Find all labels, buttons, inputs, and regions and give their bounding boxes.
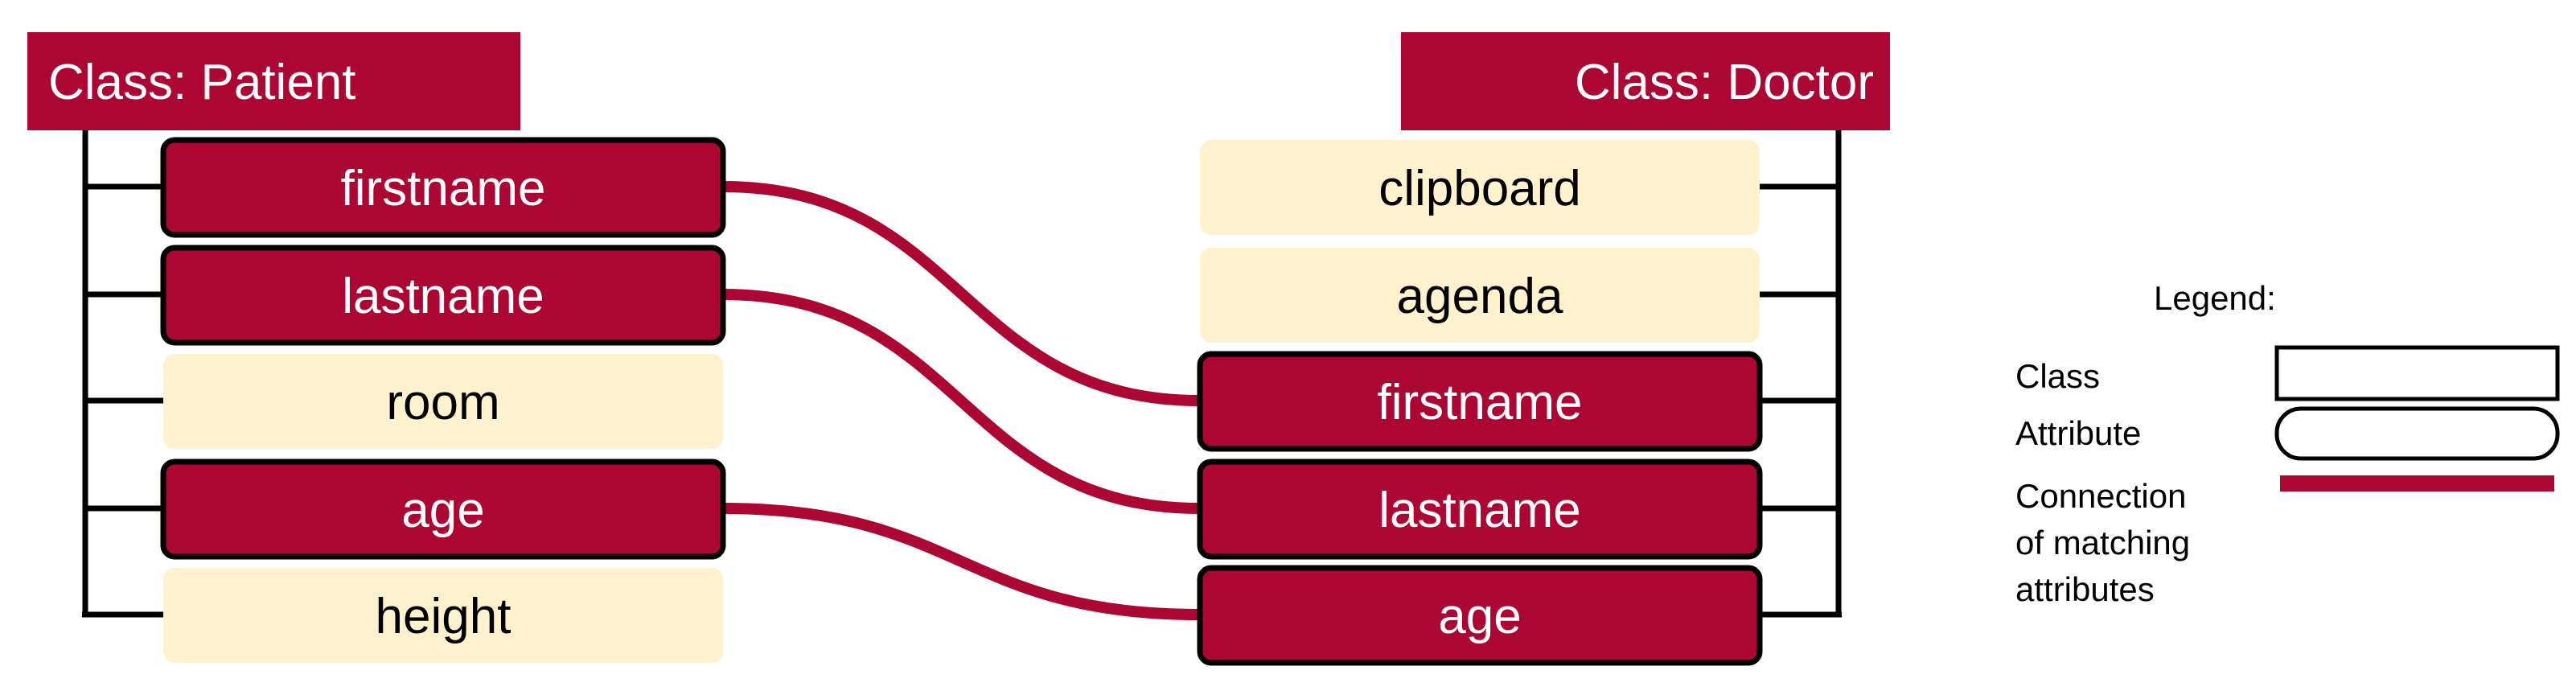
class-doctor: Class: Doctor clipboard agenda firstname… [1197,32,1890,666]
connection-curve-0 [722,181,1201,406]
legend: Legend: Class Attribute Connection of ma… [2015,279,2560,608]
doctor-attr-box [1197,351,1763,452]
patient-attribute-age: age [160,459,726,560]
doctor-attr-box [1197,459,1763,560]
legend-attribute-label: Attribute [2015,414,2141,452]
patient-attribute-firstname: firstname [160,137,726,238]
doctor-class-title: Class: Doctor [1575,55,1874,110]
doctor-attribute-firstname: firstname [1197,351,1763,452]
patient-class-header [27,32,520,130]
patient-attr-label: age [401,483,484,538]
legend-connection-line-2: of matching [2015,524,2190,561]
connection-curve-1 [722,289,1201,514]
legend-class-symbol [2274,345,2560,401]
patient-tree-lines [82,129,165,618]
connection-curve-2 [722,503,1201,620]
doctor-attr-label: clipboard [1378,161,1581,216]
doctor-attribute-age: age [1197,565,1763,666]
patient-attr-label: firstname [341,161,546,216]
patient-attr-label: height [376,589,512,644]
legend-attribute-symbol [2274,406,2560,461]
doctor-attr-label: age [1438,589,1521,644]
connections [722,181,1201,620]
doctor-tree-lines [1760,129,1842,618]
patient-attr-box [163,568,723,663]
doctor-attr-label: firstname [1378,375,1583,430]
patient-attribute-lastname: lastname [160,245,726,346]
legend-class-label: Class [2015,357,2100,395]
patient-class-title: Class: Patient [48,55,356,110]
patient-attr-box [160,459,726,560]
doctor-class-header [1401,32,1890,130]
doctor-attr-label: agenda [1397,269,1563,324]
class-patient: Class: Patient firstname lastname room a… [27,32,726,663]
doctor-attribute-clipboard: clipboard [1200,140,1760,235]
doctor-attribute-agenda: agenda [1200,248,1760,343]
doctor-attr-box [1200,140,1760,235]
doctor-attr-box [1200,248,1760,343]
patient-attr-label: lastname [342,269,544,324]
legend-connection-line-3: attributes [2015,570,2155,608]
patient-attr-label: room [386,375,499,430]
legend-connection-label: Connection of matching attributes [2015,477,2200,608]
patient-attr-box [160,137,726,238]
doctor-attribute-lastname: lastname [1197,459,1763,560]
legend-connection-line-1: Connection [2015,477,2186,515]
legend-title: Legend: [2154,279,2276,317]
patient-attr-box [163,354,723,449]
patient-attribute-height: height [163,568,723,663]
patient-attr-box [160,245,726,346]
doctor-attr-box [1197,565,1763,666]
doctor-attr-label: lastname [1378,483,1581,538]
patient-attribute-room: room [163,354,723,449]
